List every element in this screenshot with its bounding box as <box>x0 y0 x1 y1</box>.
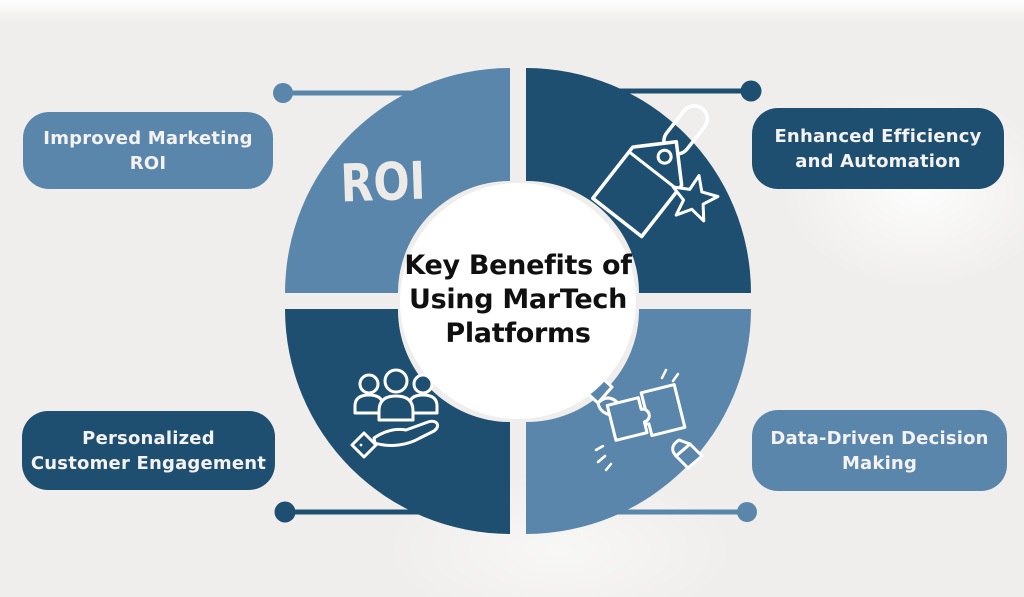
title-line: Key Benefits of <box>404 250 632 281</box>
benefit-label-line: Improved Marketing <box>43 127 253 149</box>
benefit-label-line: Customer Engagement <box>30 452 267 474</box>
connector-dot <box>274 501 296 523</box>
connector-dot <box>737 502 757 522</box>
title-line: Platforms <box>445 318 591 349</box>
benefit-label-line: Personalized <box>82 427 215 449</box>
people-in-hand-icon <box>350 368 440 459</box>
star-glyph <box>671 174 720 223</box>
sparkle-lines <box>594 368 680 472</box>
benefit-label-improved-marketing-roi: Improved Marketing ROI <box>23 112 273 189</box>
benefit-label-line: ROI <box>129 152 167 174</box>
benefit-label-data-driven-decisions: Data-Driven Decision Making <box>752 410 1007 491</box>
page-title: Key Benefits of Using MarTech Platforms <box>398 249 638 351</box>
price-tag-star-icon <box>591 104 720 239</box>
connector-dot <box>273 83 293 103</box>
title-line: Using MarTech <box>408 284 628 315</box>
benefit-label-line: Making <box>841 452 918 474</box>
quadrant-top-left <box>285 68 510 293</box>
puzzle-teamwork-icon <box>584 368 704 472</box>
benefit-label-line: and Automation <box>795 150 961 172</box>
connector-dot <box>740 80 762 102</box>
benefit-label-personalized-engagement: Personalized Customer Engagement <box>22 411 275 490</box>
benefit-label-line: Enhanced Efficiency <box>774 125 982 147</box>
center-circle <box>400 183 636 419</box>
benefit-label-line: Data-Driven Decision <box>770 427 989 449</box>
benefit-label-enhanced-efficiency: Enhanced Efficiency and Automation <box>752 108 1004 189</box>
roi-text: ROI <box>339 151 427 215</box>
